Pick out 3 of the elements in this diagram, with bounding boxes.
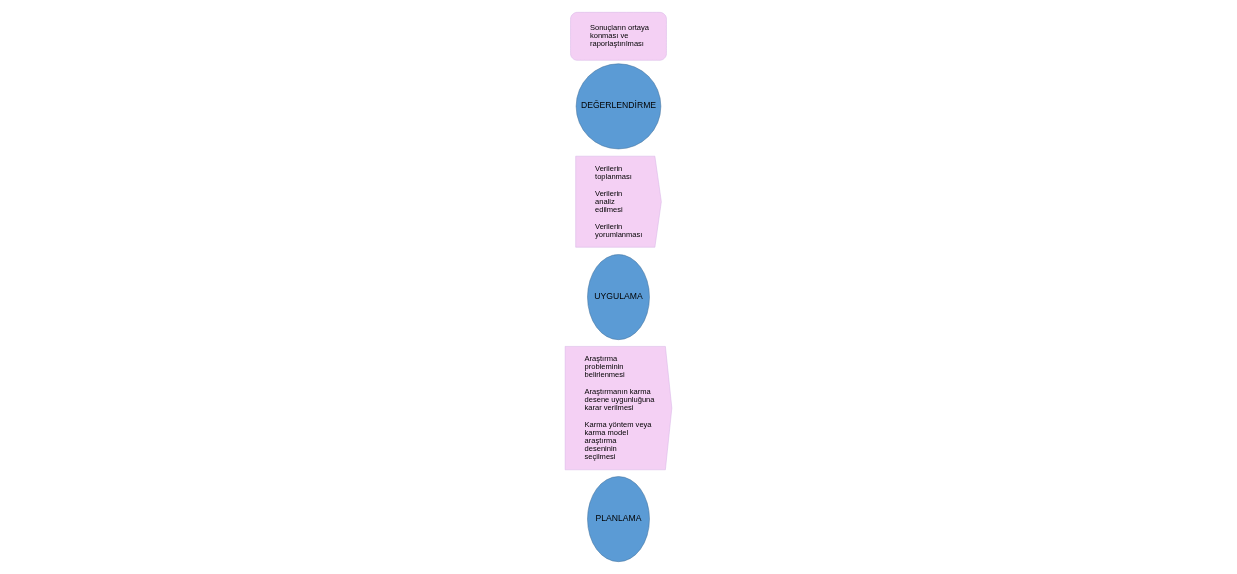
node-ellipse: PLANLAMA xyxy=(587,476,650,562)
node-circle: DEĞERLENDİRME xyxy=(575,63,662,150)
node-ellipse: UYGULAMA xyxy=(587,254,650,340)
